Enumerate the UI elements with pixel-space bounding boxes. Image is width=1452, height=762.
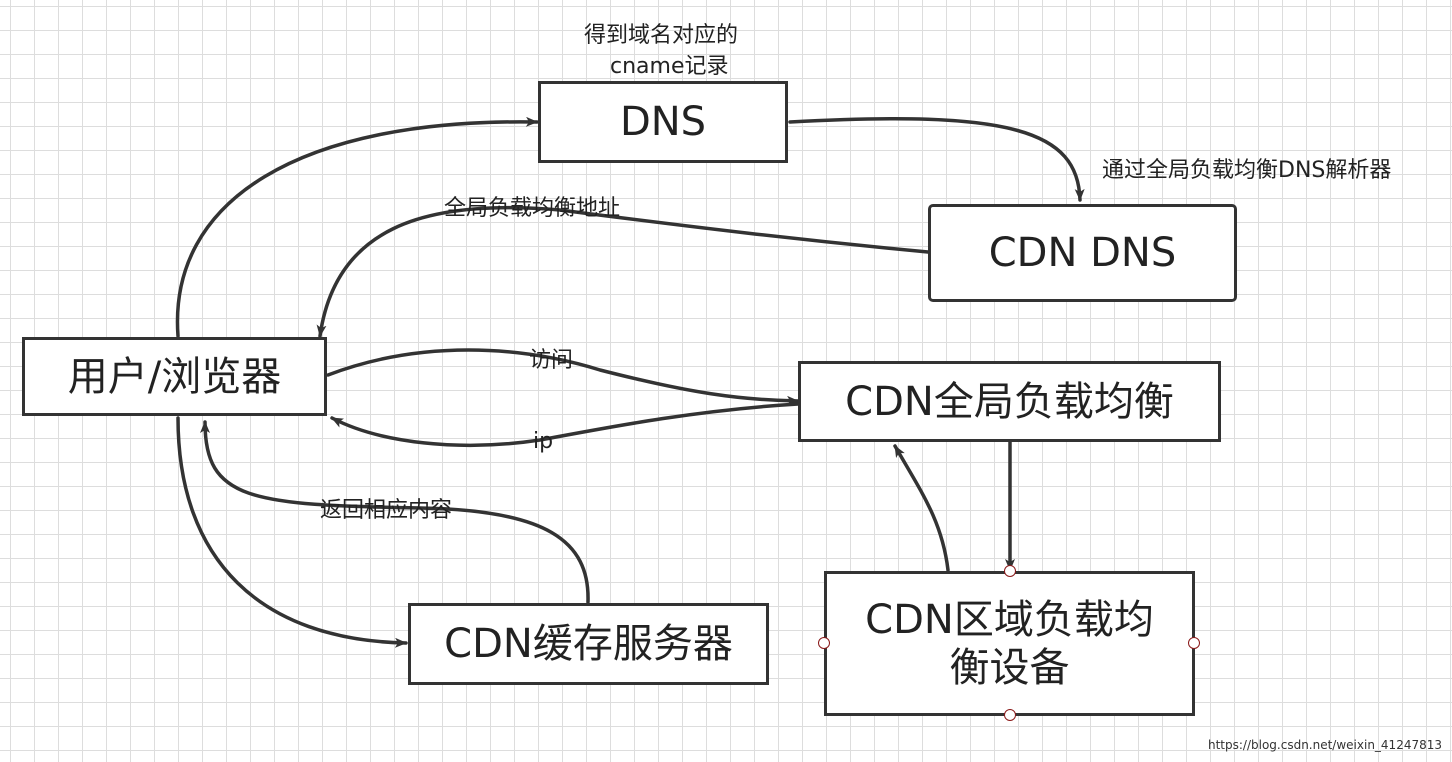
region-lb-bottom-handle[interactable] xyxy=(1004,709,1016,721)
node-cdn-global-lb-label: CDN全局负载均衡 xyxy=(845,378,1174,425)
edge-label-ip: ip xyxy=(533,429,554,454)
edge-region-lb-to-global-lb xyxy=(893,444,950,572)
edge-label-cname-line2: cname记录 xyxy=(610,54,729,79)
node-cdn-dns[interactable]: CDN DNS xyxy=(928,204,1237,302)
edge-global-lb-to-user xyxy=(330,402,800,447)
edge-label-return-content: 返回相应内容 xyxy=(320,498,453,523)
edge-user-to-cache-server xyxy=(176,416,408,648)
node-cdn-region-lb-label: CDN区域负载均衡设备 xyxy=(865,596,1154,691)
edge-dns-to-cdn-dns xyxy=(788,117,1085,202)
node-cdn-dns-label: CDN DNS xyxy=(988,230,1177,276)
watermark-url: https://blog.csdn.net/weixin_41247813 xyxy=(1207,738,1442,752)
region-lb-top-handle[interactable] xyxy=(1004,565,1016,577)
node-dns[interactable]: DNS xyxy=(538,81,788,163)
edge-label-cname-line1: 得到域名对应的 xyxy=(584,23,739,48)
region-lb-right-handle[interactable] xyxy=(1188,637,1200,649)
edge-cdn-dns-to-user xyxy=(316,205,930,338)
edge-label-global-lb-address: 全局负载均衡地址 xyxy=(444,196,621,221)
edge-user-to-global-lb xyxy=(326,348,800,406)
node-cdn-cache-server[interactable]: CDN缓存服务器 xyxy=(408,603,769,685)
node-user-browser[interactable]: 用户/浏览器 xyxy=(22,337,327,416)
node-dns-label: DNS xyxy=(619,99,707,145)
node-cdn-global-lb[interactable]: CDN全局负载均衡 xyxy=(798,361,1221,442)
edge-cache-server-to-user xyxy=(200,420,590,604)
edge-label-via-global-dns: 通过全局负载均衡DNS解析器 xyxy=(1102,158,1392,183)
edge-user-to-dns xyxy=(175,116,539,338)
node-cdn-cache-server-label: CDN缓存服务器 xyxy=(444,621,733,667)
node-cdn-region-lb[interactable]: CDN区域负载均衡设备 xyxy=(824,571,1195,716)
edge-label-visit: 访问 xyxy=(529,348,574,373)
region-lb-left-handle[interactable] xyxy=(818,637,830,649)
node-user-browser-label: 用户/浏览器 xyxy=(67,353,282,400)
